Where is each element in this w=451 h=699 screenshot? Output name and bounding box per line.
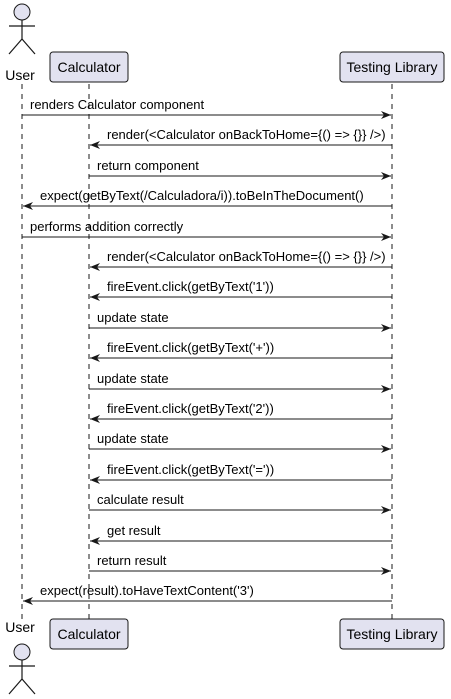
participant-label-lib: Testing Library <box>346 59 437 75</box>
actor-label-user: User <box>5 619 35 635</box>
message: get result <box>90 523 392 545</box>
message-label: fireEvent.click(getByText('1')) <box>107 279 274 294</box>
actor-label-user: User <box>5 67 35 83</box>
actor-icon <box>8 3 36 55</box>
message: renders Calculator component <box>22 97 391 119</box>
message-label: return result <box>97 553 167 568</box>
message: update state <box>89 310 391 332</box>
message: calculate result <box>89 492 391 514</box>
message: render(<Calculator onBackToHome={() => {… <box>90 249 392 271</box>
participant-box <box>49 618 129 650</box>
message: expect(getByText(/Calculadora/i)).toBeIn… <box>23 188 392 210</box>
message-label: expect(getByText(/Calculadora/i)).toBeIn… <box>40 188 364 203</box>
participant-label-lib: Testing Library <box>346 626 437 642</box>
message: update state <box>89 371 391 393</box>
message: expect(result).toHaveTextContent('3') <box>23 583 392 605</box>
participant-calc: Calculator <box>49 618 129 650</box>
message: performs addition correctly <box>22 219 391 241</box>
participants-top: User Calculator Testing Library <box>5 3 445 83</box>
message-label: performs addition correctly <box>30 219 184 234</box>
participant-lib: Testing Library <box>339 51 445 83</box>
message: fireEvent.click(getByText('2')) <box>90 401 392 423</box>
message-label: renders Calculator component <box>30 97 205 112</box>
participant-box <box>339 618 445 650</box>
participant-calc: Calculator <box>49 51 129 83</box>
message: return result <box>89 553 391 575</box>
message-label: render(<Calculator onBackToHome={() => {… <box>107 249 386 264</box>
participant-box <box>49 51 129 83</box>
message-label: update state <box>97 371 169 386</box>
message: fireEvent.click(getByText('1')) <box>90 279 392 301</box>
message-label: fireEvent.click(getByText('+')) <box>107 340 274 355</box>
participant-box <box>339 51 445 83</box>
actor-user: User <box>5 619 36 695</box>
message-label: render(<Calculator onBackToHome={() => {… <box>107 127 386 142</box>
actor-icon <box>8 643 36 695</box>
message: return component <box>89 158 391 180</box>
message-label: update state <box>97 431 169 446</box>
actor-user: User <box>5 3 36 83</box>
message-label: get result <box>107 523 161 538</box>
message: fireEvent.click(getByText('+')) <box>90 340 392 362</box>
messages: renders Calculator component render(<Calc… <box>22 97 392 605</box>
message-label: expect(result).toHaveTextContent('3') <box>40 583 254 598</box>
message: fireEvent.click(getByText('=')) <box>90 462 392 484</box>
participants-bottom: User Calculator Testing Library <box>5 618 445 695</box>
participant-lib: Testing Library <box>339 618 445 650</box>
message-label: fireEvent.click(getByText('=')) <box>107 462 274 477</box>
message: render(<Calculator onBackToHome={() => {… <box>90 127 392 149</box>
message-label: calculate result <box>97 492 184 507</box>
message-label: fireEvent.click(getByText('2')) <box>107 401 274 416</box>
message: update state <box>89 431 391 453</box>
participant-label-calc: Calculator <box>57 59 120 75</box>
participant-label-calc: Calculator <box>57 626 120 642</box>
message-label: return component <box>97 158 199 173</box>
message-label: update state <box>97 310 169 325</box>
